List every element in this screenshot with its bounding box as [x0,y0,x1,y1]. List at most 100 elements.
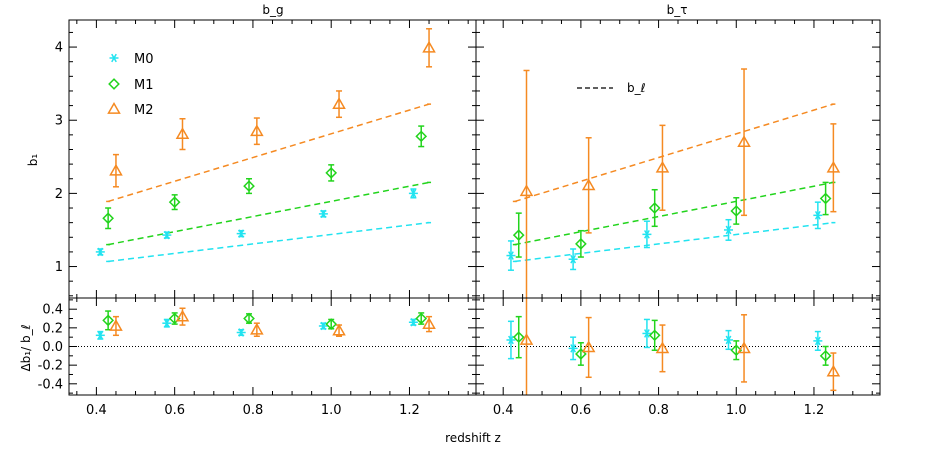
data-point-m2 [332,323,346,336]
data-point-m2 [332,97,346,110]
legend: M0 M1 M2 [107,52,154,118]
series-m1 [512,181,832,258]
annotation-bl: b_ℓ [577,81,646,95]
data-point-m2 [250,322,264,335]
legend-label-m2: M2 [134,103,154,118]
y-tick-label: 0.0 [42,340,63,355]
data-point-m1 [575,238,587,250]
data-point-m0 [95,247,105,257]
data-point-m1 [243,180,255,192]
legend-label-m0: M0 [134,52,154,67]
series-m1 [102,310,428,331]
data-point-m1 [730,205,743,217]
x-tick-label: 0.6 [571,403,592,418]
data-point-m1 [243,312,255,325]
annotation-label: b_ℓ [627,81,646,95]
data-point-m1 [415,130,428,143]
data-point-m2 [422,317,436,329]
title-top-left: b_g [262,3,283,17]
reference-line-m2 [107,103,430,203]
plot-frame [68,19,477,299]
data-point-m2 [581,340,596,353]
legend-marker-m0 [109,53,119,63]
legend-label-m1: M1 [134,78,154,93]
data-point-m2 [826,160,841,173]
data-point-m2 [175,127,190,140]
data-point-m1 [168,312,181,325]
data-point-m1 [325,318,338,330]
x-tick-label: 1.2 [399,403,420,418]
data-point-m0 [813,336,823,346]
data-point-m0 [162,318,172,328]
data-point-m2 [250,124,264,137]
legend-marker-m1 [108,78,120,90]
data-point-m0 [95,331,105,340]
series-m2 [109,307,436,337]
data-point-m2 [175,309,190,322]
data-point-m0 [506,335,516,345]
series-m1 [512,315,832,366]
x-tick-label: 1.0 [321,403,342,418]
data-point-m0 [318,321,328,331]
series-m2 [519,298,841,395]
ylabel-bottom: Δb₁/ b_ℓ [19,324,33,371]
data-point-m1 [648,329,661,342]
data-point-m1 [168,196,181,209]
data-point-m1 [415,312,428,325]
data-point-m1 [819,192,832,205]
y-tick-label: 1 [55,260,63,275]
title-top-right: b_τ [667,3,688,17]
data-point-m0 [568,254,578,264]
x-tick-label: 0.8 [243,403,264,418]
data-point-m0 [813,211,823,220]
series-m0 [95,188,418,257]
x-tick-label: 1.0 [726,403,747,418]
series-m0 [506,318,823,361]
x-tick-label: 0.8 [648,403,669,418]
data-point-m1 [819,349,832,362]
panel-top-right [475,19,881,299]
data-point-m1 [730,344,743,357]
x-tick-label: 0.4 [493,403,514,418]
y-tick-label: 0.2 [42,321,63,336]
data-point-m0 [642,329,652,338]
legend-symbol [109,53,119,63]
series-group [506,298,841,395]
x-tick-label: 0.6 [164,403,185,418]
ylabel-top: b₁ [26,154,40,167]
data-point-m2 [519,332,534,345]
data-point-m0 [408,317,418,327]
y-tick-label: 4 [55,41,63,56]
y-tick-label: 3 [55,114,63,129]
data-point-m2 [737,341,751,354]
data-point-m2 [826,364,841,377]
data-point-m1 [512,229,525,241]
plot-frame [475,19,881,299]
legend-entry-m2: M2 [107,101,154,118]
data-point-m1 [648,202,661,214]
data-point-m1 [325,167,338,179]
xlabel: redshift z [445,431,501,445]
series-group [95,28,436,257]
data-point-m2 [581,178,596,191]
series-group [506,68,841,298]
reference-line-m0 [108,221,430,263]
data-point-m2 [655,341,670,354]
legend-symbol [107,101,121,114]
series-group [95,307,436,340]
series-m1 [102,125,428,230]
data-point-m0 [568,344,578,353]
data-point-m0 [162,230,172,240]
data-point-m2 [655,160,670,173]
reference-line-m0 [514,221,834,263]
x-tick-label: 0.4 [86,403,107,418]
y-tick-label: -0.4 [38,377,63,392]
data-point-m0 [724,225,733,235]
data-point-m0 [408,189,418,198]
data-point-m2 [109,163,123,176]
data-point-m0 [506,251,516,260]
reference-line-m2 [514,103,834,203]
data-point-m2 [422,40,436,53]
